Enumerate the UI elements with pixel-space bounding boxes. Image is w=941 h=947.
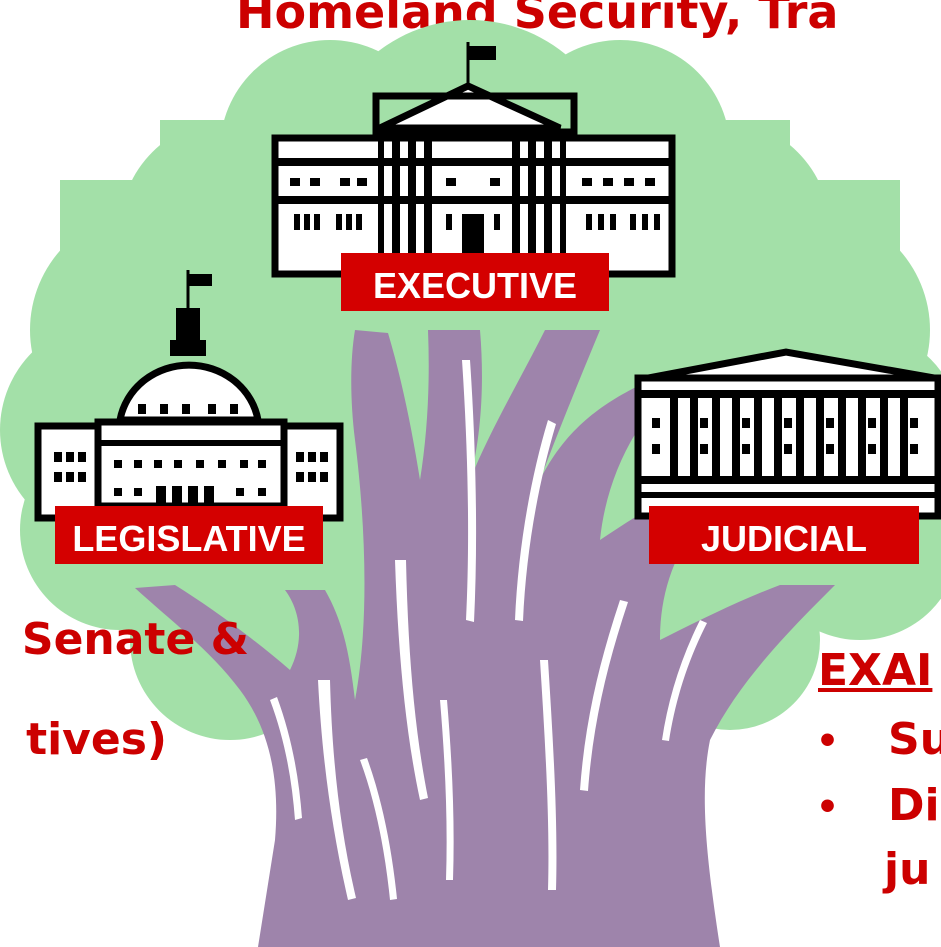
executive-label-text: EXECUTIVE (373, 265, 577, 306)
page-title: Homeland Security, Tra (236, 0, 839, 39)
legislative-detail-line2: tives) (26, 714, 167, 765)
examples-bullet-1: Su (888, 714, 941, 765)
examples-bullet-2-cont: ju (884, 844, 931, 895)
executive-label: EXECUTIVE (341, 253, 609, 311)
judicial-label-text: JUDICIAL (701, 518, 867, 559)
examples-bullet-2: Di (888, 780, 940, 831)
tree-trunk (135, 330, 835, 947)
legislative-label: LEGISLATIVE (55, 506, 323, 564)
white-house-icon (271, 42, 676, 278)
supreme-court-icon (634, 348, 941, 520)
examples-heading: EXAI (818, 645, 933, 696)
judicial-label: JUDICIAL (649, 506, 919, 564)
legislative-detail-line1: Senate & (21, 614, 249, 665)
bullet-dot-2: • (816, 787, 840, 828)
legislative-label-text: LEGISLATIVE (72, 518, 305, 559)
bullet-dot-1: • (816, 721, 840, 762)
